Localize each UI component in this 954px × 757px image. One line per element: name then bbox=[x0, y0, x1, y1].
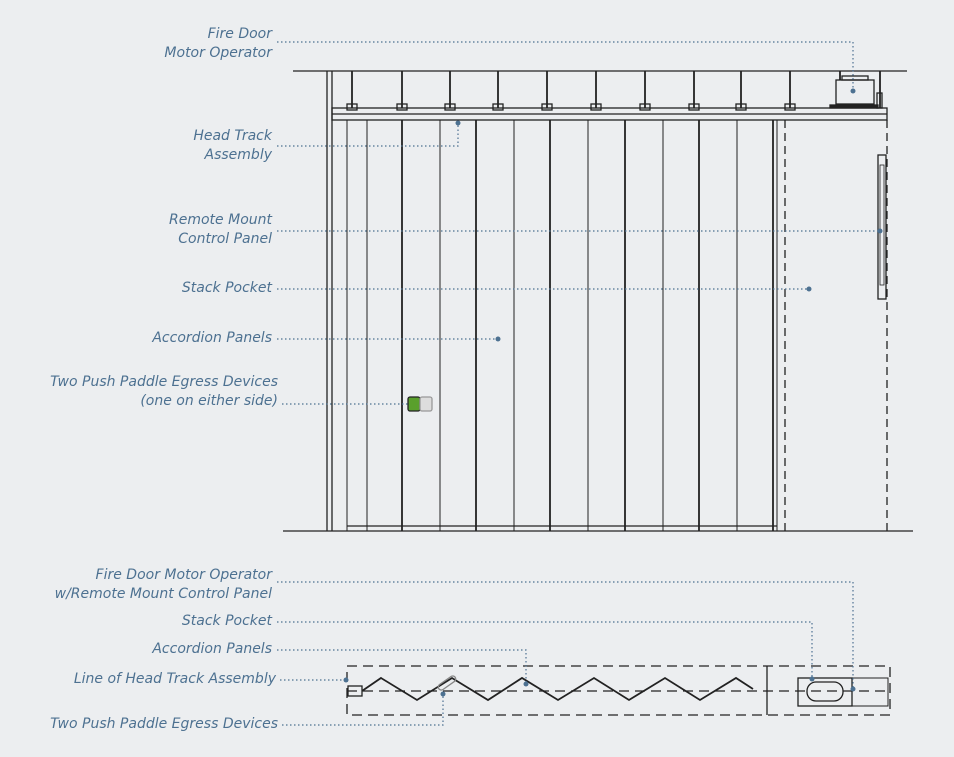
label-line: Head Track bbox=[193, 128, 272, 144]
accordion-zigzag bbox=[361, 676, 754, 702]
label-line: Assembly bbox=[204, 147, 272, 163]
leader-dots bbox=[343, 88, 883, 697]
label-line: (one on either side) bbox=[140, 393, 278, 409]
lead-post bbox=[347, 685, 363, 697]
plan-label-head-track: Line of Head Track Assembly bbox=[73, 671, 276, 687]
label-egress: Two Push Paddle Egress Devices (one on ei… bbox=[50, 373, 278, 411]
elevation-view bbox=[283, 70, 913, 532]
label-line: Motor Operator bbox=[164, 45, 272, 61]
plan-label-motor: Fire Door Motor Operator w/Remote Mount C… bbox=[55, 566, 272, 604]
plan-motor-operator bbox=[797, 677, 889, 707]
motor-operator bbox=[829, 75, 883, 109]
hangers bbox=[346, 71, 881, 111]
label-line: Control Panel bbox=[178, 231, 272, 247]
control-panel bbox=[877, 154, 887, 300]
hanger-bracket bbox=[735, 103, 747, 111]
push-paddle-icon bbox=[407, 396, 433, 412]
plan-label-egress: Two Push Paddle Egress Devices bbox=[50, 716, 278, 732]
label-line: Remote Mount bbox=[169, 212, 272, 228]
label-line: Two Push Paddle Egress Devices bbox=[50, 374, 278, 390]
leader-lines bbox=[277, 41, 880, 726]
hanger-bracket bbox=[492, 103, 504, 111]
plan-label-stack-pocket: Stack Pocket bbox=[181, 613, 272, 629]
label-line: w/Remote Mount Control Panel bbox=[54, 586, 272, 602]
hanger-bracket bbox=[688, 103, 700, 111]
label-line: Fire Door bbox=[207, 26, 272, 42]
hanger-bracket bbox=[784, 103, 796, 111]
label-stack-pocket: Stack Pocket bbox=[181, 280, 272, 296]
hanger-bracket bbox=[541, 103, 553, 111]
label-accordion-panels: Accordion Panels bbox=[152, 330, 272, 346]
plan-view bbox=[346, 665, 891, 716]
hanger-bracket bbox=[444, 103, 456, 111]
accordion-panels bbox=[346, 120, 778, 531]
hanger-bracket bbox=[590, 103, 602, 111]
hanger-bracket bbox=[639, 103, 651, 111]
plan-label-accordion: Accordion Panels bbox=[152, 641, 272, 657]
egress-paddle bbox=[437, 675, 457, 691]
hanger-bracket bbox=[396, 103, 408, 111]
hanger-bracket bbox=[346, 103, 358, 111]
label-line: Fire Door Motor Operator bbox=[95, 567, 272, 583]
